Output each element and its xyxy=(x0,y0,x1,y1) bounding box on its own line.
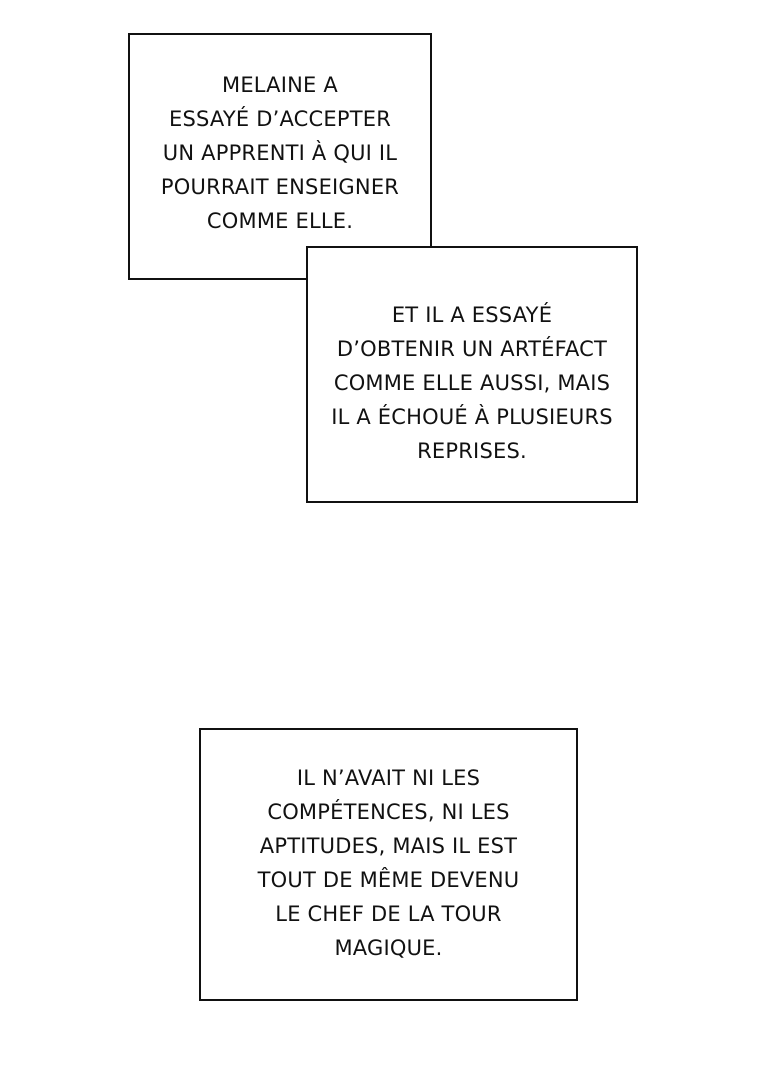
caption-line: MAGIQUE. xyxy=(334,936,443,960)
caption-line: APTITUDES, MAIS IL EST xyxy=(259,834,518,858)
caption-line: LE CHEF DE LA TOUR xyxy=(275,902,502,926)
caption-box-tour-magique xyxy=(199,728,578,1001)
caption-line: COMPÉTENCES, NI LES xyxy=(267,800,510,824)
caption-text-melaine: MELAINE A ESSAYÉ D’ACCEPTER UN APPRENTI … xyxy=(130,58,430,248)
caption-line: COMME ELLE. xyxy=(206,209,354,233)
caption-line: POURRAIT ENSEIGNER xyxy=(160,175,400,199)
caption-box-artefact xyxy=(306,246,638,503)
caption-line: MELAINE A xyxy=(222,73,338,97)
caption-line: IL N’AVAIT NI LES xyxy=(296,766,481,790)
caption-text-tour-magique: IL N’AVAIT NI LES COMPÉTENCES, NI LES AP… xyxy=(201,756,576,970)
caption-box-melaine xyxy=(128,33,432,280)
caption-line: REPRISES. xyxy=(417,439,527,463)
caption-line: UN APPRENTI À QUI IL xyxy=(162,141,398,165)
caption-line: COMME ELLE AUSSI, MAIS xyxy=(333,371,611,395)
caption-line: D’OBTENIR UN ARTÉFACT xyxy=(336,337,608,361)
caption-line: TOUT DE MÊME DEVENU xyxy=(257,868,520,892)
caption-line: IL A ÉCHOUÉ À PLUSIEURS xyxy=(331,405,613,429)
caption-text-artefact: ET IL A ESSAYÉ D’OBTENIR UN ARTÉFACT COM… xyxy=(308,294,636,472)
caption-line: ET IL A ESSAYÉ xyxy=(391,303,553,327)
caption-line: ESSAYÉ D’ACCEPTER xyxy=(168,107,391,131)
